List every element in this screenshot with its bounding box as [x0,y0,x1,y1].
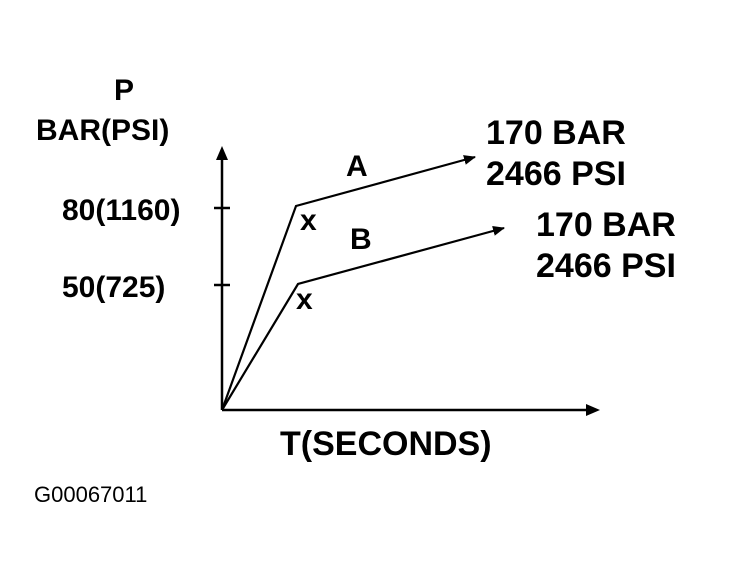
y-axis-arrow-icon [216,146,228,160]
curve-a [220,155,476,411]
y-axis-unit: BAR(PSI) [36,114,169,147]
curve-b [221,226,505,411]
curve-a-label: A [346,150,368,183]
curve-b-knee-marker: x [296,283,313,316]
curve-a-end-label-bar: 170 BAR [486,114,626,152]
y-axis-symbol: P [114,74,134,107]
curve-a-knee-marker: x [300,204,317,237]
curve-a-end-label-psi: 2466 PSI [486,155,626,193]
curve-b-label: B [350,223,372,256]
x-axis-arrow-icon [586,404,600,416]
y-tick-label-80: 80(1160) [62,194,180,227]
x-axis-label: T(SECONDS) [280,425,492,463]
curve-b-end-label-psi: 2466 PSI [536,247,676,285]
figure-id: G00067011 [34,482,147,507]
y-tick-label-50: 50(725) [62,271,165,304]
curve-b-end-label-bar: 170 BAR [536,206,676,244]
